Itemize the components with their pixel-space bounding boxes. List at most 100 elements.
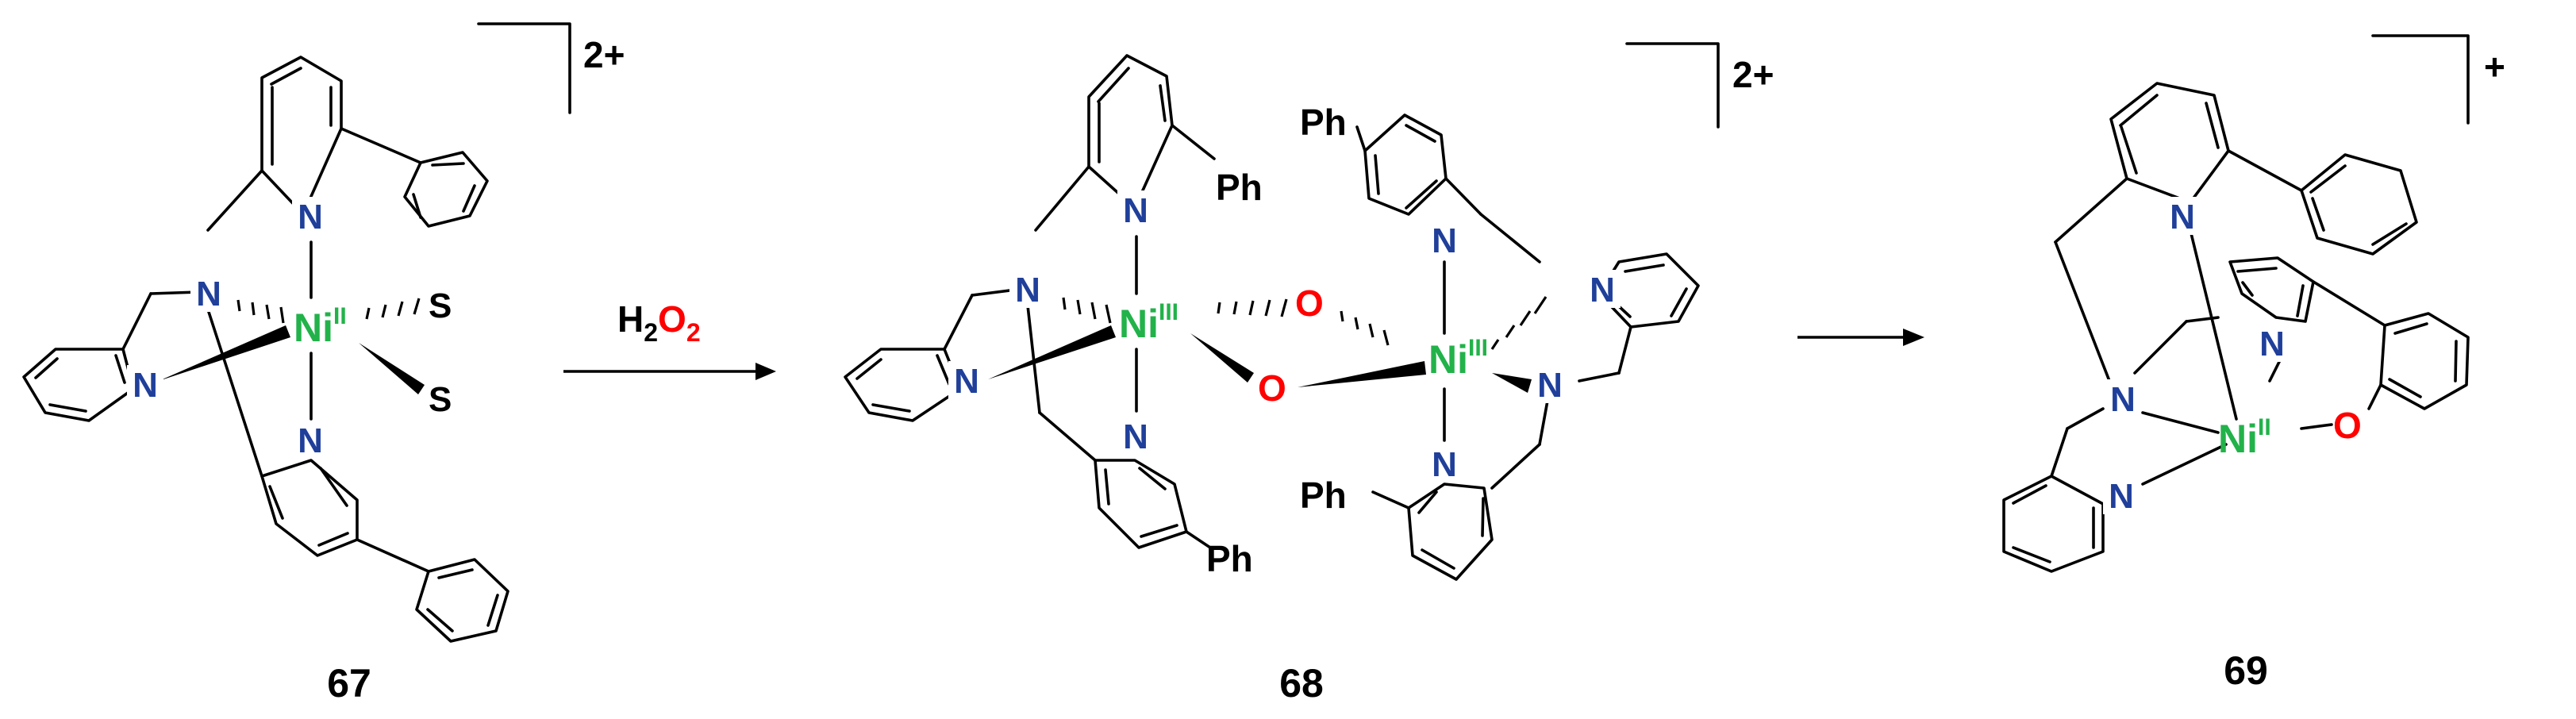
oxygen-atom: O <box>1258 367 1286 409</box>
hashed-bond <box>1217 298 1288 317</box>
nitrogen-atom: N <box>2259 325 2285 363</box>
bond <box>1034 165 1090 232</box>
dbl <box>270 67 302 86</box>
reaction-arrow-2 <box>1797 329 1924 346</box>
dbl <box>1405 179 1438 210</box>
bond <box>1371 490 1410 509</box>
bond <box>1038 411 1097 462</box>
reagent-label: H2O2 <box>617 298 701 347</box>
ring-69-d <box>2002 475 2105 573</box>
compound-68: Ph <box>844 42 1774 706</box>
ring-68-a <box>1087 54 1174 210</box>
dbl <box>855 358 882 380</box>
nitrogen-atom: N <box>2170 198 2195 236</box>
nitrogen-atom: N <box>196 275 221 313</box>
nitrogen-atom: N <box>298 421 323 460</box>
bond <box>1490 443 1541 490</box>
phenyl-bottom-67 <box>415 558 509 643</box>
nitrogen-atom: N <box>1537 366 1563 405</box>
oxygen-atom: O <box>2333 405 2362 446</box>
dbl <box>1138 467 1167 490</box>
dbl <box>1421 548 1455 570</box>
wedge-bond <box>1492 373 1532 393</box>
dbl <box>1670 287 1688 317</box>
nitrogen-atom: N <box>954 362 979 401</box>
ring-69-b <box>2228 256 2315 323</box>
bond <box>2141 411 2220 434</box>
dbl <box>1624 263 1665 273</box>
dbl <box>2454 340 2458 383</box>
dbl <box>431 162 465 167</box>
bond <box>2141 443 2228 486</box>
hashed-bond <box>236 299 285 324</box>
bond <box>2367 383 2382 410</box>
dbl <box>48 403 87 413</box>
bond <box>943 294 974 351</box>
dbl <box>2120 125 2138 175</box>
phenyl-label: Ph <box>1206 538 1253 579</box>
dbl <box>2236 267 2278 273</box>
wedge-bond <box>159 325 290 381</box>
ring-bottom-67 <box>260 459 359 557</box>
dbl <box>412 193 422 219</box>
compound-number: 68 <box>1279 661 1324 706</box>
sulfur-atom: S <box>429 286 452 325</box>
dbl <box>114 354 126 384</box>
dbl <box>426 608 454 632</box>
dbl <box>1374 154 1380 195</box>
nitrogen-atom: N <box>1123 417 1148 456</box>
bond <box>2050 427 2069 478</box>
wedge-bond <box>359 343 425 394</box>
dbl <box>2205 102 2220 149</box>
dbl <box>1405 124 1436 143</box>
bond <box>340 127 422 164</box>
bond <box>1538 399 1549 446</box>
dbl <box>871 403 911 413</box>
wedge-bond <box>988 325 1116 379</box>
bond <box>2066 407 2105 430</box>
bond <box>1355 125 1367 152</box>
phenyl-label: Ph <box>1300 475 1347 516</box>
bond <box>2133 320 2188 375</box>
dbl <box>437 568 474 579</box>
bond <box>206 169 263 232</box>
bond <box>1171 124 1216 160</box>
bond <box>2185 316 2220 323</box>
bond <box>1444 177 1482 216</box>
wedge-bond <box>1190 333 1254 383</box>
bond <box>2312 280 2386 327</box>
nitrogen-atom: N <box>133 366 158 405</box>
bond <box>1479 213 1541 263</box>
compound-69: N N N N NiII O + 69 <box>2002 34 2505 693</box>
dbl <box>317 532 349 547</box>
ring-68-c <box>1094 459 1188 549</box>
nitrogen-atom: N <box>2110 380 2136 419</box>
nitrogen-atom: N <box>1015 271 1040 310</box>
ring-top-67 <box>260 56 343 216</box>
charge-bracket <box>1625 42 1720 129</box>
oxygen-atom: O <box>1295 283 1324 324</box>
bond <box>1026 304 1041 414</box>
charge-bracket <box>477 22 571 114</box>
dbl <box>319 467 348 507</box>
charge-label: + <box>2484 46 2505 87</box>
phenyl-label: Ph <box>1216 167 1263 208</box>
nickel-atom: NiII <box>294 303 347 350</box>
dbl <box>462 184 476 213</box>
bond <box>2189 229 2238 421</box>
nitrogen-atom: N <box>1123 191 1148 230</box>
hashed-bond <box>1062 297 1112 324</box>
charge-label: 2+ <box>583 34 625 75</box>
bond <box>2054 177 2128 244</box>
compound-number: 69 <box>2224 648 2268 693</box>
hashed-bond <box>1340 310 1390 346</box>
bond <box>1617 325 1632 375</box>
bond <box>356 538 430 573</box>
dbl <box>2296 284 2305 317</box>
dbl <box>1104 468 1110 506</box>
nitrogen-atom: N <box>1590 271 1615 310</box>
reaction-arrow-1: H2O2 <box>563 298 776 380</box>
dbl <box>2012 484 2047 505</box>
dbl <box>2371 222 2408 246</box>
